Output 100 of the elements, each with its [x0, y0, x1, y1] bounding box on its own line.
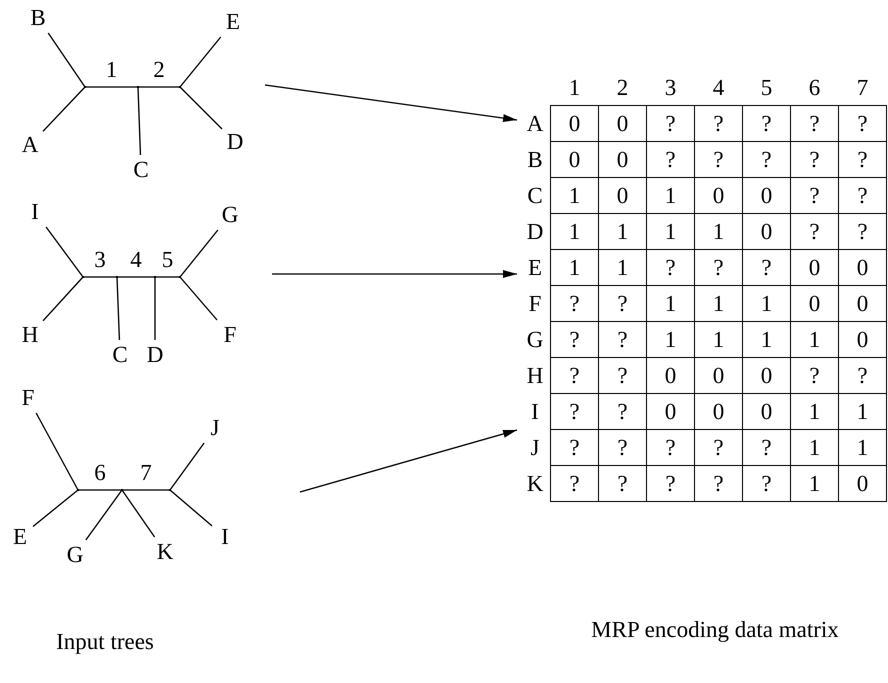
column-header: 1	[550, 70, 598, 106]
row-header: H	[520, 358, 550, 394]
leaf-label: G	[64, 542, 86, 568]
leaf-label: I	[24, 199, 46, 225]
matrix-cell: 1	[790, 430, 838, 466]
arrow	[272, 270, 517, 278]
matrix-cell: 1	[742, 286, 790, 322]
matrix-cell: 1	[790, 466, 838, 502]
leaf-label: C	[130, 157, 152, 183]
leaf-label: K	[154, 539, 176, 565]
leaf-label: C	[109, 342, 131, 368]
matrix-cell: ?	[646, 142, 694, 178]
leaf-label: A	[19, 132, 41, 158]
matrix-cell: 1	[550, 250, 598, 286]
tree-branch	[85, 490, 123, 540]
row-header: D	[520, 214, 550, 250]
edge-label: 3	[94, 248, 106, 272]
tree-branch	[137, 86, 142, 156]
matrix-cell: ?	[550, 466, 598, 502]
tree-branch	[180, 86, 222, 130]
matrix-cell: ?	[550, 430, 598, 466]
matrix-cell: ?	[646, 106, 694, 142]
leaf-label: J	[204, 415, 226, 441]
matrix-cell: 1	[694, 214, 742, 250]
tree-branch	[121, 490, 156, 538]
matrix-cell: 1	[694, 322, 742, 358]
tree-branch	[32, 490, 78, 527]
matrix-cell: ?	[790, 358, 838, 394]
matrix-cell: 1	[790, 394, 838, 430]
matrix-cell: 0	[742, 214, 790, 250]
matrix-cell: 1	[598, 214, 646, 250]
matrix-cell: ?	[838, 358, 886, 394]
column-header: 6	[790, 70, 838, 106]
matrix-cell: ?	[598, 430, 646, 466]
leaf-label: B	[27, 5, 49, 31]
tree-branch	[116, 276, 120, 340]
row-header: C	[520, 178, 550, 214]
leaf-label: H	[19, 322, 41, 348]
edge-label: 7	[140, 461, 152, 485]
matrix-cell: 0	[838, 322, 886, 358]
matrix-cell: 1	[694, 286, 742, 322]
matrix-cell: ?	[742, 142, 790, 178]
arrow	[300, 429, 518, 493]
matrix-cell: ?	[598, 394, 646, 430]
matrix-cell: ?	[694, 142, 742, 178]
matrix-cell: 0	[742, 394, 790, 430]
tree-branch	[180, 230, 218, 278]
leaf-label: E	[222, 9, 244, 35]
row-header: I	[520, 394, 550, 430]
tree-branch	[180, 276, 218, 320]
leaf-label: I	[214, 524, 236, 550]
matrix-cell: ?	[598, 466, 646, 502]
matrix-cell: ?	[838, 214, 886, 250]
matrix-cell: 0	[646, 394, 694, 430]
matrix-cell: 1	[550, 178, 598, 214]
matrix-cell: 1	[838, 394, 886, 430]
matrix-cell: 1	[550, 214, 598, 250]
column-header: 2	[598, 70, 646, 106]
tree-branch	[117, 276, 155, 278]
row-header: B	[520, 142, 550, 178]
tree-branch	[36, 412, 79, 490]
row-header: K	[520, 466, 550, 502]
matrix-cell: 0	[838, 286, 886, 322]
matrix-cell: ?	[838, 178, 886, 214]
tree-branch	[46, 226, 84, 278]
column-header: 7	[838, 70, 886, 106]
matrix-cell: ?	[646, 250, 694, 286]
matrix-cell: 1	[838, 430, 886, 466]
matrix-cell: 0	[742, 178, 790, 214]
matrix-cell: 1	[646, 286, 694, 322]
tree-branch	[170, 490, 212, 526]
matrix-cell: 0	[550, 142, 598, 178]
edge-label: 4	[130, 248, 142, 272]
column-header: 4	[694, 70, 742, 106]
matrix-cell: ?	[646, 466, 694, 502]
matrix-cell: ?	[598, 322, 646, 358]
leaf-label: E	[9, 524, 31, 550]
edge-label: 2	[153, 58, 165, 82]
matrix-cell: ?	[598, 286, 646, 322]
tree-branch	[122, 489, 170, 491]
leaf-label: D	[144, 342, 166, 368]
tree-branch	[180, 36, 222, 88]
matrix-cell: 0	[598, 178, 646, 214]
row-header: G	[520, 322, 550, 358]
matrix-cell: 0	[646, 358, 694, 394]
leaf-label: F	[17, 385, 39, 411]
row-header: J	[520, 430, 550, 466]
tree-branch	[42, 276, 84, 322]
matrix-cell: ?	[694, 250, 742, 286]
row-header: E	[520, 250, 550, 286]
matrix-cell: 0	[550, 106, 598, 142]
matrix-cell: 0	[598, 142, 646, 178]
matrix-cell: ?	[742, 106, 790, 142]
tree-branch	[78, 489, 122, 491]
matrix-cell: 1	[598, 250, 646, 286]
matrix-cell: 0	[598, 106, 646, 142]
matrix-cell: ?	[550, 286, 598, 322]
edge-label: 1	[106, 58, 118, 82]
matrix-cell: 0	[694, 358, 742, 394]
matrix-cell: 1	[742, 322, 790, 358]
